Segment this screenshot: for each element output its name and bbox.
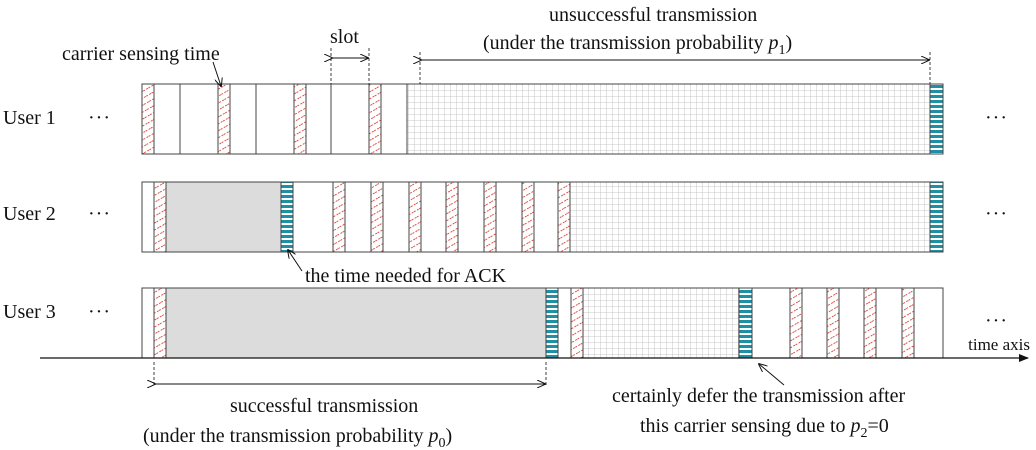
- row-user-1: [141, 83, 944, 155]
- carrier-sensing-box: [293, 83, 307, 155]
- ack-box: [280, 181, 294, 253]
- idle-slot: [420, 181, 447, 253]
- carrier-sensing-box: [901, 287, 915, 359]
- unsuccessful-transmission-block: [569, 181, 931, 253]
- carrier-sensing-box: [332, 181, 346, 253]
- ack-pointer: [288, 250, 303, 272]
- idle-slot: [838, 287, 865, 359]
- carrier-sensing-box: [826, 287, 840, 359]
- user-dots-left-3: ···: [88, 301, 111, 323]
- idle-slot: [292, 181, 334, 253]
- successful-label-line1: successful transmission: [230, 395, 418, 417]
- user-label-2: User 2: [3, 203, 56, 225]
- user-dots-left-1: ···: [88, 107, 111, 129]
- carrier-sensing-box: [141, 83, 155, 155]
- user-dots-right-3: ···: [985, 310, 1008, 332]
- idle-slot: [801, 287, 828, 359]
- carrier-sensing-box: [789, 287, 803, 359]
- carrier-sensing-box: [408, 181, 422, 253]
- idle-slot: [380, 83, 408, 155]
- idle-slot: [141, 287, 155, 359]
- idle-slot: [751, 287, 791, 359]
- carrier-sensing-box: [557, 181, 571, 253]
- idle-slot: [305, 83, 332, 155]
- user-label-1: User 1: [3, 107, 56, 129]
- unsuccessful-label-line1: unsuccessful transmission: [549, 4, 757, 26]
- slot-label: slot: [330, 26, 359, 48]
- carrier-sensing-box: [153, 181, 167, 253]
- carrier-sensing-box: [521, 181, 535, 253]
- carrier-sensing-label: carrier sensing time: [62, 43, 220, 65]
- idle-slot: [153, 83, 181, 155]
- time-axis-label: time axis: [968, 335, 1030, 354]
- defer-pointer: [759, 364, 785, 386]
- user-label-3: User 3: [3, 301, 56, 323]
- user-dots-right-2: ···: [985, 203, 1008, 225]
- ack-box: [929, 181, 944, 253]
- user-dots-left-2: ···: [88, 203, 111, 225]
- ack-box: [545, 287, 559, 359]
- ack-label: the time needed for ACK: [305, 265, 507, 287]
- row-user-3: [141, 287, 944, 359]
- idle-slot: [875, 287, 903, 359]
- carrier-sensing-pointer: [212, 61, 221, 86]
- defer-label-line2: this carrier sensing due to p2=0: [640, 415, 889, 441]
- carrier-sensing-box: [217, 83, 231, 155]
- carrier-sensing-box: [570, 287, 584, 359]
- carrier-sensing-box: [368, 83, 382, 155]
- idle-slot: [913, 287, 944, 359]
- successful-transmission-block: [165, 181, 282, 253]
- idle-slot: [495, 181, 523, 253]
- carrier-sensing-box: [863, 287, 877, 359]
- ack-box: [929, 83, 944, 155]
- idle-slot: [330, 83, 370, 155]
- idle-slot: [255, 83, 295, 155]
- unsuccessful-transmission-block: [582, 287, 740, 359]
- successful-transmission-block: [165, 287, 547, 359]
- idle-slot: [344, 181, 372, 253]
- ack-box: [738, 287, 753, 359]
- idle-slot: [382, 181, 410, 253]
- idle-slot: [533, 181, 559, 253]
- carrier-sensing-box: [370, 181, 384, 253]
- row-user-2: [141, 181, 944, 253]
- idle-slot: [179, 83, 219, 155]
- carrier-sensing-box: [445, 181, 459, 253]
- carrier-sensing-box: [153, 287, 167, 359]
- idle-slot: [141, 181, 155, 253]
- idle-slot: [557, 287, 572, 359]
- unsuccessful-transmission-block: [406, 83, 931, 155]
- defer-label-line1: certainly defer the transmission after: [612, 385, 906, 407]
- unsuccessful-label-line2: (under the transmission probability p1): [483, 32, 792, 58]
- carrier-sensing-box: [483, 181, 497, 253]
- successful-label-line2: (under the transmission probability p0): [143, 425, 452, 450]
- idle-slot: [457, 181, 485, 253]
- user-dots-right-1: ···: [985, 107, 1008, 129]
- idle-slot: [229, 83, 257, 155]
